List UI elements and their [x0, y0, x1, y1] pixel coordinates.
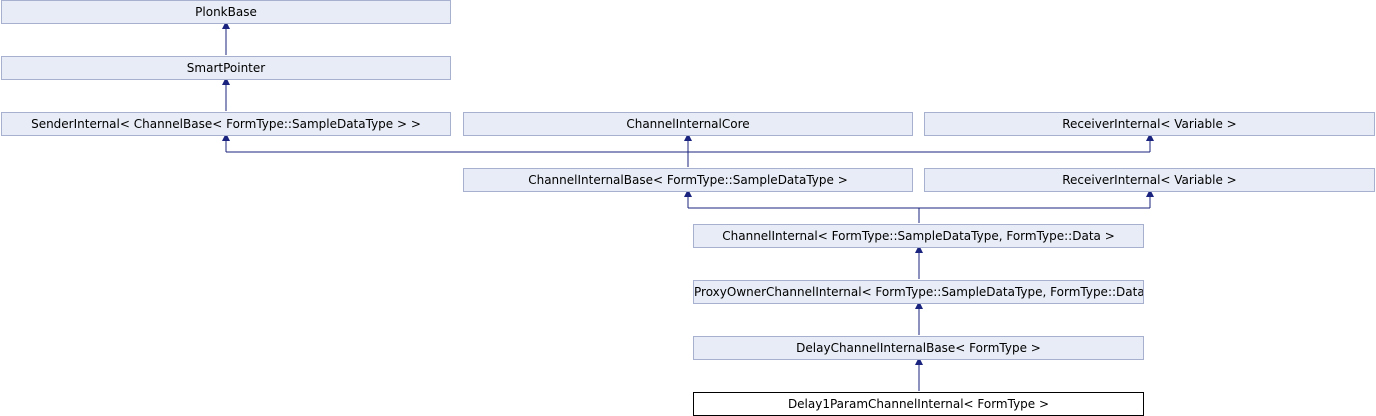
node-smart-pointer[interactable]: SmartPointer: [1, 56, 451, 80]
node-channel-internal-base[interactable]: ChannelInternalBase< FormType::SampleDat…: [463, 168, 913, 192]
node-receiver-internal-1[interactable]: ReceiverInternal< Variable >: [924, 112, 1375, 136]
node-channel-internal[interactable]: ChannelInternal< FormType::SampleDataTyp…: [693, 224, 1144, 248]
node-proxy-owner-channel-internal[interactable]: ProxyOwnerChannelInternal< FormType::Sam…: [693, 280, 1144, 304]
node-sender-internal[interactable]: SenderInternal< ChannelBase< FormType::S…: [1, 112, 451, 136]
node-plonk-base[interactable]: PlonkBase: [1, 0, 451, 24]
node-delay-channel-internal-base[interactable]: DelayChannelInternalBase< FormType >: [693, 336, 1144, 360]
node-delay1param-channel-internal: Delay1ParamChannelInternal< FormType >: [693, 392, 1144, 416]
node-receiver-internal-2[interactable]: ReceiverInternal< Variable >: [924, 168, 1375, 192]
node-channel-internal-core[interactable]: ChannelInternalCore: [463, 112, 913, 136]
